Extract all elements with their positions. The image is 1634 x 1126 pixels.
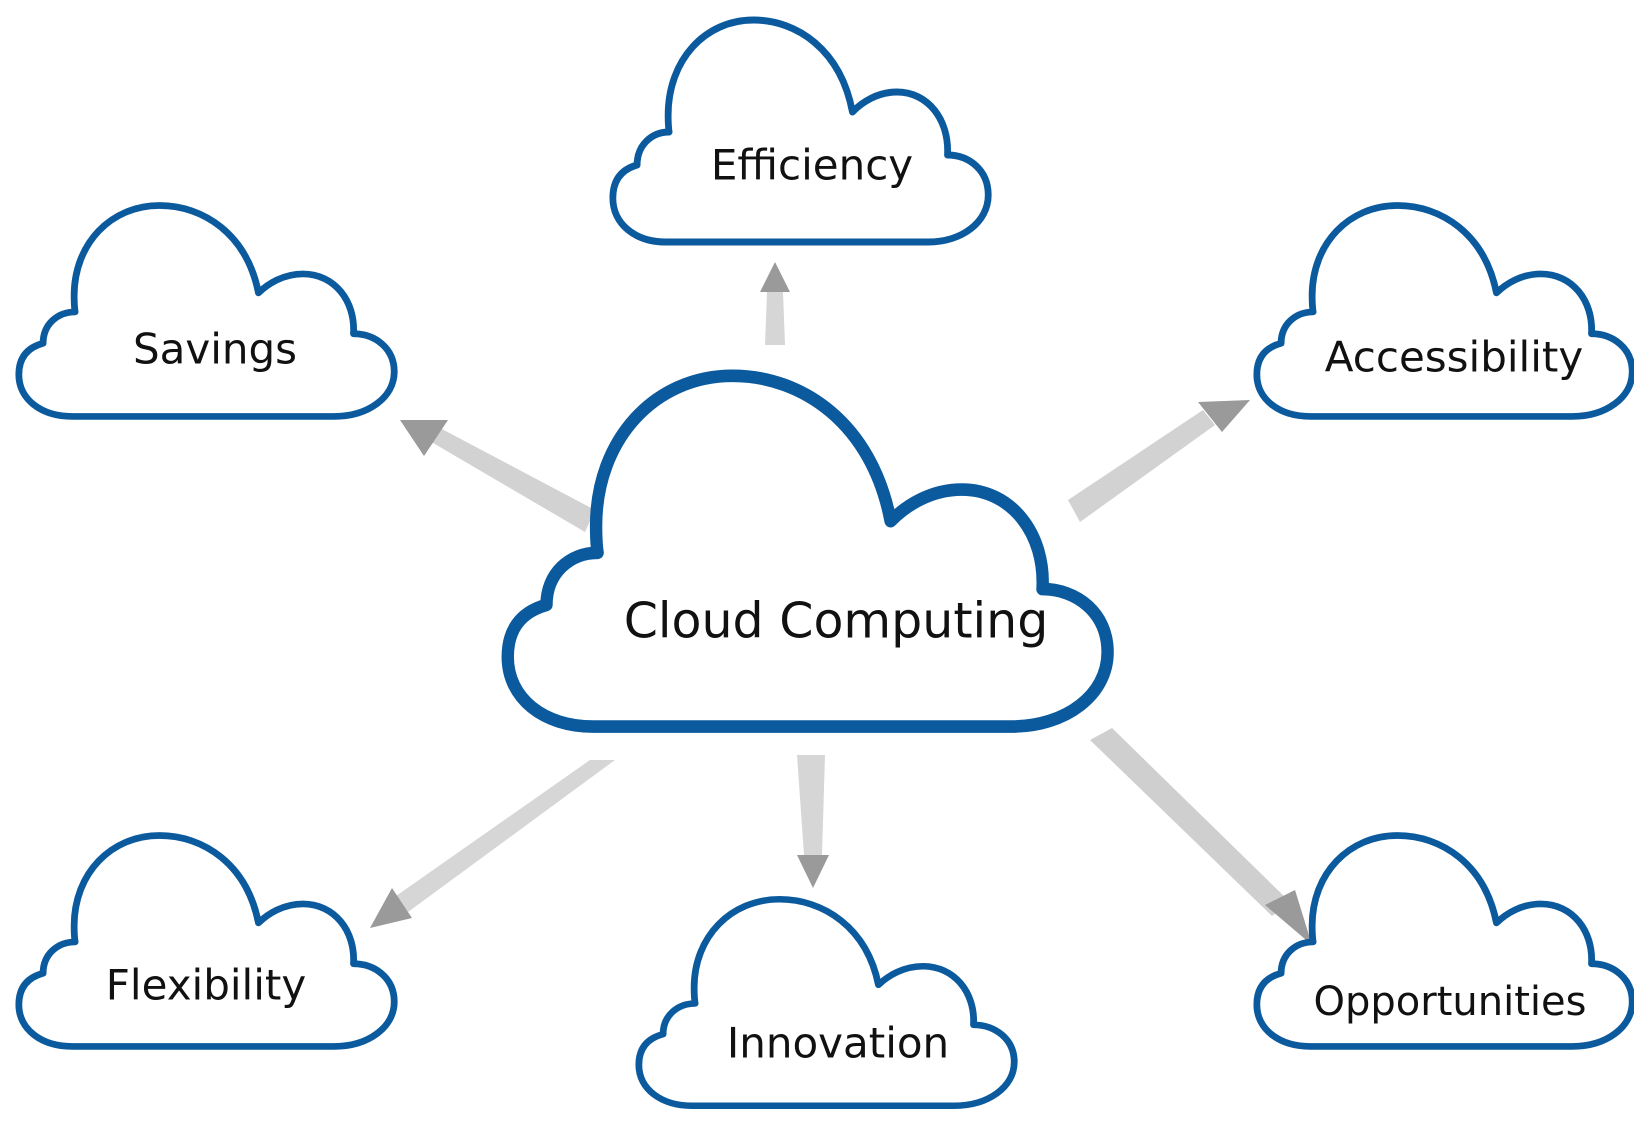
arrow-to-savings xyxy=(400,420,595,532)
arrow-to-opportunities xyxy=(1090,728,1312,945)
cloud-accessibility-label: Accessibility xyxy=(1325,333,1583,382)
cloud-opportunities-label: Opportunities xyxy=(1314,979,1587,1025)
center-cloud xyxy=(508,376,1108,727)
cloud-flexibility xyxy=(19,836,394,1047)
cloud-efficiency-label: Efficiency xyxy=(711,141,913,190)
cloud-innovation-label: Innovation xyxy=(727,1019,949,1068)
arrows-layer xyxy=(370,262,1312,945)
arrow-to-flexibility xyxy=(370,760,615,928)
cloud-innovation xyxy=(639,899,1014,1105)
cloud-savings-label: Savings xyxy=(133,325,297,374)
cloud-flexibility-label: Flexibility xyxy=(106,961,306,1010)
cloud-accessibility xyxy=(1257,206,1632,417)
arrow-to-efficiency xyxy=(760,262,790,345)
arrow-to-accessibility xyxy=(1068,400,1250,522)
cloud-savings xyxy=(19,206,394,417)
cloud-efficiency xyxy=(613,20,988,242)
clouds-layer: Cloud Computing Efficiency Savings Acces… xyxy=(19,20,1632,1106)
center-cloud-label: Cloud Computing xyxy=(624,593,1049,650)
arrow-to-innovation xyxy=(797,755,829,888)
